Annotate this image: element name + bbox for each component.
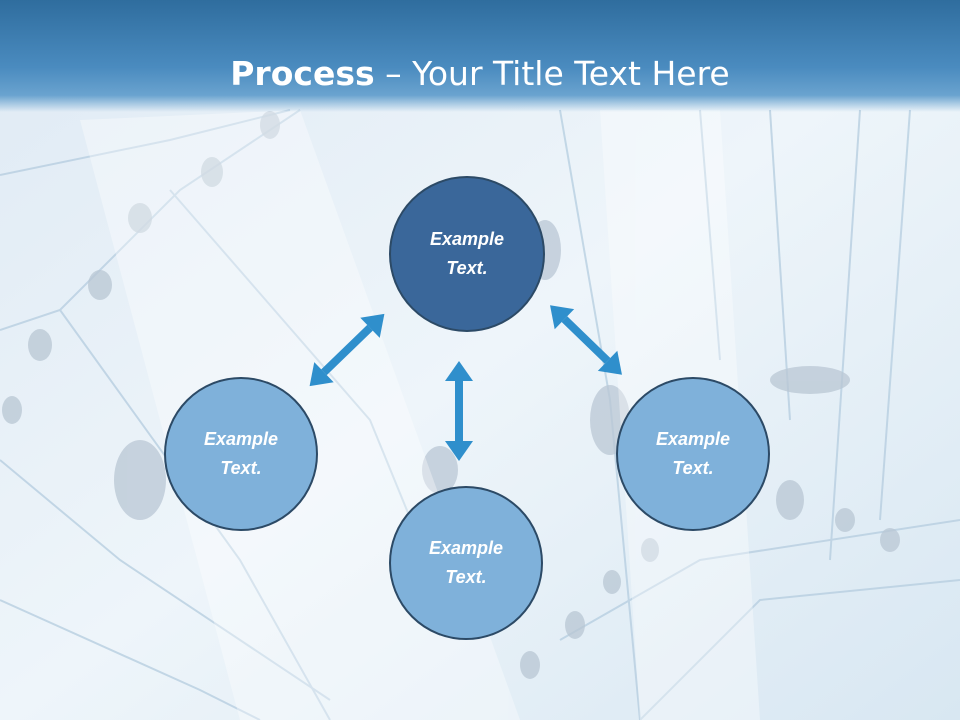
node-label-line1: Example <box>203 429 279 449</box>
process-node-left: Example Text. <box>164 377 318 531</box>
arrow-top-left <box>309 313 385 387</box>
arrow-vertical <box>445 361 473 461</box>
process-node-top: Example Text. <box>389 176 545 332</box>
title-rest: – Your Title Text Here <box>374 54 730 93</box>
process-node-bottom: Example Text. <box>389 486 543 640</box>
process-node-right: Example Text. <box>616 377 770 531</box>
node-label-line2: Text. <box>445 567 487 587</box>
node-label-line2: Text. <box>220 458 262 478</box>
arrow-top-right <box>550 305 622 375</box>
node-label-line2: Text. <box>672 458 714 478</box>
node-label-line1: Example <box>429 229 505 249</box>
node-label-line2: Text. <box>446 258 488 278</box>
slide-title: Process – Your Title Text Here <box>0 52 960 96</box>
node-label-line1: Example <box>655 429 731 449</box>
node-label-line1: Example <box>428 538 504 558</box>
title-bar <box>0 0 960 112</box>
title-bold: Process <box>230 54 375 93</box>
